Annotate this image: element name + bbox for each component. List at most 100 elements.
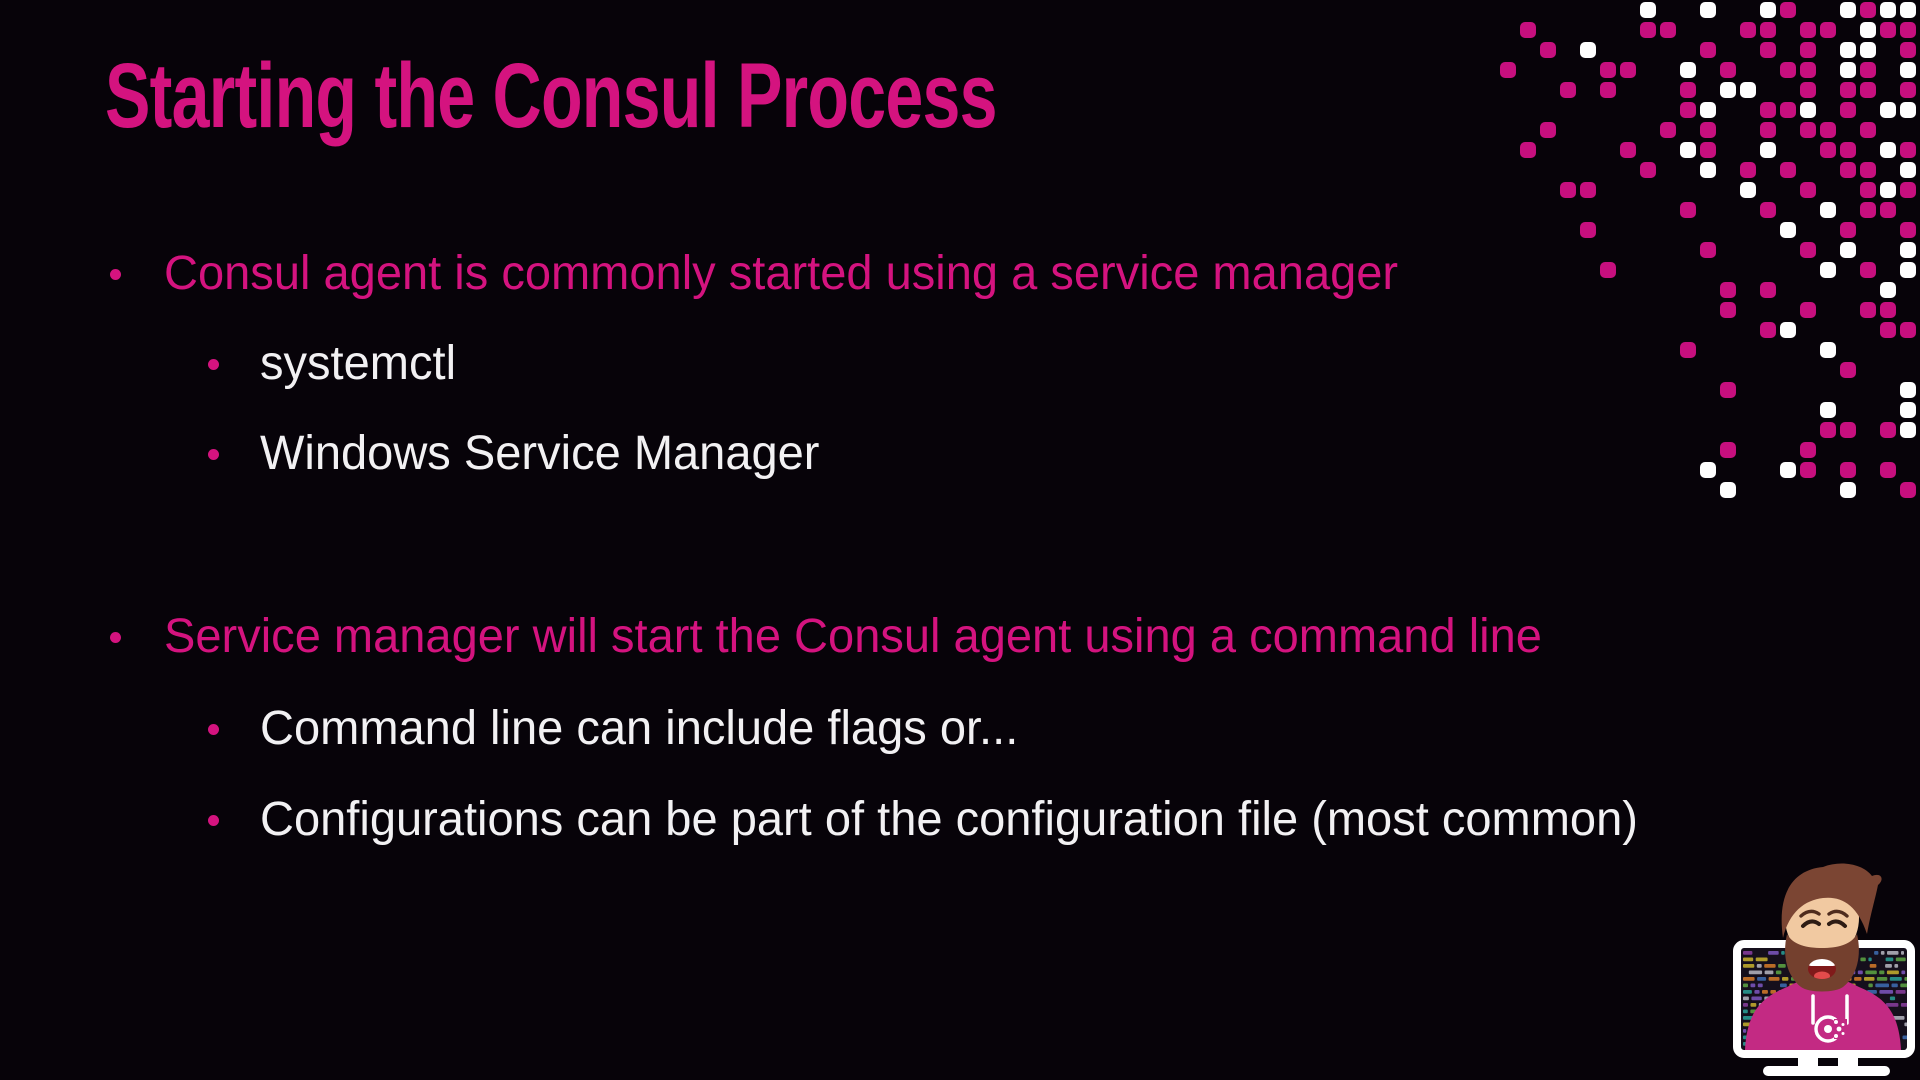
- bullet-icon: [110, 632, 121, 643]
- eyebrow: [1827, 909, 1849, 918]
- pixel-square: [1580, 42, 1596, 58]
- pixel-square: [1880, 2, 1896, 18]
- pixel-square: [1780, 102, 1796, 118]
- pixel-square: [1680, 142, 1696, 158]
- presenter-head: [1781, 863, 1882, 992]
- pixel-square: [1580, 182, 1596, 198]
- bullet-row: Service manager will start the Consul ag…: [0, 607, 1920, 667]
- pixel-square: [1740, 182, 1756, 198]
- pixel-square: [1680, 62, 1696, 78]
- pixel-square: [1800, 42, 1816, 58]
- pixel-square: [1620, 62, 1636, 78]
- monitor-stand-leg: [1798, 1054, 1818, 1066]
- pixel-square: [1640, 162, 1656, 178]
- pixel-square: [1520, 22, 1536, 38]
- pixel-square: [1860, 162, 1876, 178]
- pixel-square: [1900, 182, 1916, 198]
- bullet-row: Consul agent is commonly started using a…: [0, 244, 1920, 304]
- pixel-square: [1560, 182, 1576, 198]
- pixel-square: [1840, 482, 1856, 498]
- pixel-square: [1720, 62, 1736, 78]
- pixel-square: [1560, 82, 1576, 98]
- pixel-square: [1840, 42, 1856, 58]
- pixel-square: [1900, 402, 1916, 418]
- pixel-square: [1900, 142, 1916, 158]
- pixel-square: [1900, 162, 1916, 178]
- pixel-square: [1820, 122, 1836, 138]
- pixel-square: [1840, 82, 1856, 98]
- pixel-square: [1600, 82, 1616, 98]
- bullet-text: Consul agent is commonly started using a…: [164, 247, 1399, 300]
- pixel-square: [1660, 122, 1676, 138]
- pixel-square: [1880, 22, 1896, 38]
- pixel-square: [1700, 162, 1716, 178]
- pixel-square: [1580, 222, 1596, 238]
- pixel-square: [1860, 2, 1876, 18]
- pixel-square: [1620, 142, 1636, 158]
- pixel-square: [1900, 2, 1916, 18]
- sub-bullet-text: Windows Service Manager: [260, 427, 820, 480]
- bullet-text: Service manager will start the Consul ag…: [164, 610, 1542, 663]
- pixel-square: [1800, 102, 1816, 118]
- pixel-square: [1820, 402, 1836, 418]
- pixel-square: [1900, 482, 1916, 498]
- bullet-icon: [208, 724, 219, 735]
- presenter-avatar: [1725, 852, 1920, 1080]
- pixel-square: [1760, 142, 1776, 158]
- pixel-square: [1740, 82, 1756, 98]
- pixel-square: [1840, 2, 1856, 18]
- pixel-square: [1540, 42, 1556, 58]
- monitor-stand-leg: [1838, 1054, 1858, 1066]
- presenter-avatar-graphic: [1733, 863, 1915, 1076]
- pixel-square: [1840, 142, 1856, 158]
- pixel-square: [1840, 162, 1856, 178]
- pixel-square: [1680, 82, 1696, 98]
- monitor-stand-base: [1763, 1066, 1890, 1076]
- pixel-square: [1700, 102, 1716, 118]
- pixel-square: [1760, 42, 1776, 58]
- sub-bullet-row: Windows Service Manager: [0, 424, 1920, 484]
- pixel-square: [1760, 22, 1776, 38]
- pixel-square: [1860, 182, 1876, 198]
- pixel-square: [1900, 22, 1916, 38]
- pixel-square: [1860, 62, 1876, 78]
- bullet-icon: [110, 269, 121, 280]
- pixel-square: [1840, 62, 1856, 78]
- pixel-square: [1900, 82, 1916, 98]
- pixel-square: [1660, 22, 1676, 38]
- hoodie-body: [1745, 976, 1901, 1050]
- pixel-square: [1860, 302, 1876, 318]
- pixel-square: [1740, 22, 1756, 38]
- pixel-square: [1800, 122, 1816, 138]
- pixel-square: [1860, 42, 1876, 58]
- pixel-square: [1700, 142, 1716, 158]
- pixel-square: [1780, 222, 1796, 238]
- pixel-square: [1760, 202, 1776, 218]
- pixel-square: [1720, 82, 1736, 98]
- hair: [1781, 863, 1882, 938]
- pixel-square: [1800, 22, 1816, 38]
- pixel-square: [1860, 22, 1876, 38]
- pixel-square: [1860, 82, 1876, 98]
- pixel-square: [1880, 182, 1896, 198]
- pixel-square: [1540, 122, 1556, 138]
- pixel-square: [1700, 2, 1716, 18]
- slide-title: Starting the Consul Process: [105, 45, 997, 147]
- pixel-square: [1840, 102, 1856, 118]
- pixel-square: [1900, 222, 1916, 238]
- sub-bullet-text: systemctl: [260, 337, 457, 390]
- pixel-square: [1800, 302, 1816, 318]
- pixel-square: [1680, 202, 1696, 218]
- closed-eye: [1827, 919, 1847, 928]
- sub-bullet-row: Configurations can be part of the config…: [0, 790, 1920, 850]
- pixel-square: [1880, 142, 1896, 158]
- pixel-square: [1800, 82, 1816, 98]
- pixel-square: [1880, 202, 1896, 218]
- consul-logo-icon: [1814, 1015, 1847, 1043]
- pixel-square: [1700, 42, 1716, 58]
- pixel-square: [1860, 202, 1876, 218]
- pixel-square: [1680, 102, 1696, 118]
- pixel-square: [1820, 22, 1836, 38]
